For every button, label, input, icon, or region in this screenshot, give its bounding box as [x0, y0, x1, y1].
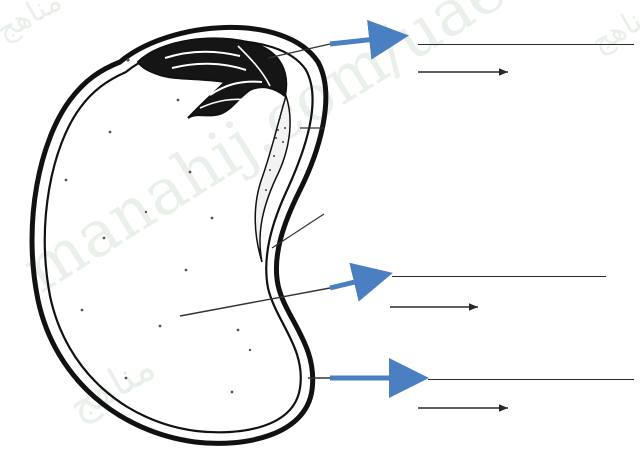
pointer-2 [180, 274, 388, 316]
embryo-axis [255, 96, 290, 262]
answer-line-3[interactable] [428, 379, 634, 380]
answer-line-1[interactable] [418, 44, 634, 45]
answer-line-2[interactable] [392, 276, 606, 277]
plumule [138, 38, 286, 118]
leader-radicle [272, 214, 324, 248]
